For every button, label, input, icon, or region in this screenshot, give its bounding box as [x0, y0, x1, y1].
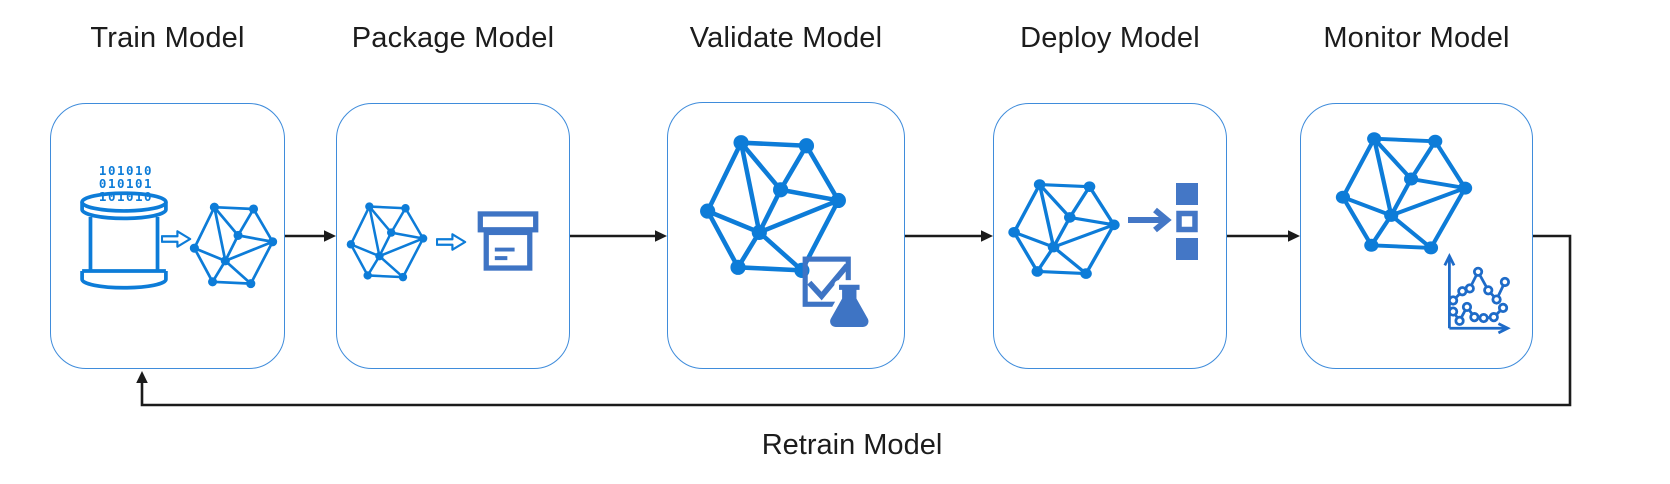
binary-line: 010101 — [98, 176, 154, 191]
stage-title-train: Train Model — [90, 22, 245, 54]
network-icon — [1333, 127, 1475, 257]
arrowhead — [981, 230, 993, 242]
flask-icon — [825, 280, 874, 332]
stage-title-package: Package Model — [351, 22, 555, 54]
feedback-arrowhead — [136, 371, 148, 383]
stage-box-train: 101010 010101 101010 — [50, 103, 285, 369]
network-icon — [345, 199, 429, 283]
database-icon — [80, 191, 168, 290]
arrowhead — [1288, 230, 1300, 242]
line-chart-icon — [1443, 252, 1511, 335]
hollow-arrow-icon — [436, 232, 467, 252]
stage-box-monitor — [1300, 103, 1533, 369]
package-box-icon — [477, 211, 539, 271]
arrowhead — [324, 230, 336, 242]
stage-box-deploy — [993, 103, 1227, 369]
right-arrow-icon — [1128, 207, 1172, 233]
stage-title-monitor: Monitor Model — [1323, 22, 1510, 54]
network-icon — [1006, 175, 1122, 281]
deployment-squares-icon — [1176, 183, 1198, 260]
stage-title-validate: Validate Model — [689, 22, 883, 54]
stage-box-package — [336, 103, 570, 369]
arrowhead — [655, 230, 667, 242]
stage-box-validate — [667, 102, 905, 369]
stage-title-deploy: Deploy Model — [1020, 22, 1200, 54]
binary-line: 101010 — [98, 163, 154, 178]
checkmark-flask-icon — [802, 256, 874, 332]
network-icon — [188, 199, 279, 290]
retrain-label: Retrain Model — [761, 429, 943, 461]
